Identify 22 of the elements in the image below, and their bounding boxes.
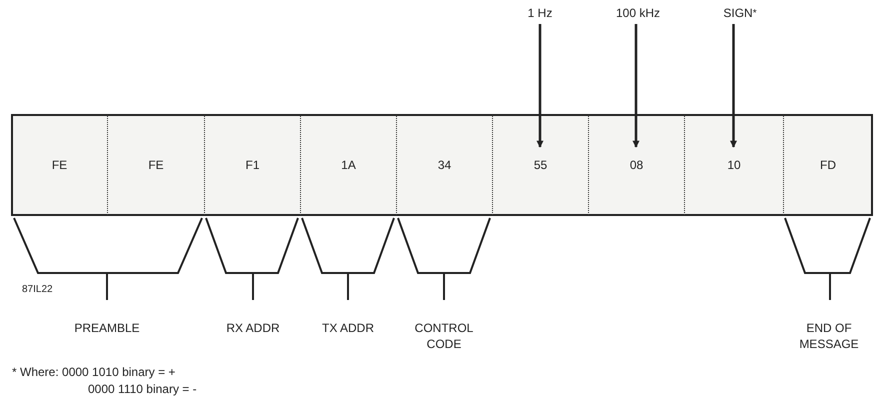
byte-value: F1 <box>245 158 260 172</box>
figure-id: 87IL22 <box>22 283 54 297</box>
byte-value: 10 <box>727 158 741 172</box>
byte-value: FE <box>52 158 68 172</box>
group-label: CONTROL CODE <box>414 320 474 352</box>
byte-value: FE <box>148 158 164 172</box>
byte-value: 55 <box>534 158 548 172</box>
footnote: 0000 1110 binary = - <box>88 381 198 397</box>
group-label: RX ADDR <box>225 320 281 336</box>
byte-value: 1A <box>341 158 356 172</box>
field-label: 100 kHz <box>608 4 668 22</box>
group-label: END OF MESSAGE <box>798 320 860 352</box>
field-label: 1 Hz <box>515 4 565 22</box>
arrow <box>536 24 544 148</box>
byte-value: 34 <box>438 158 452 172</box>
byte-value: FD <box>820 158 836 172</box>
group-label: TX ADDR <box>320 320 375 336</box>
arrow <box>632 24 640 148</box>
byte-value: 08 <box>630 158 644 172</box>
footnote: * Where: 0000 1010 binary = + <box>12 364 176 380</box>
arrow <box>730 24 737 148</box>
group-label: PREAMBLE <box>73 320 141 336</box>
